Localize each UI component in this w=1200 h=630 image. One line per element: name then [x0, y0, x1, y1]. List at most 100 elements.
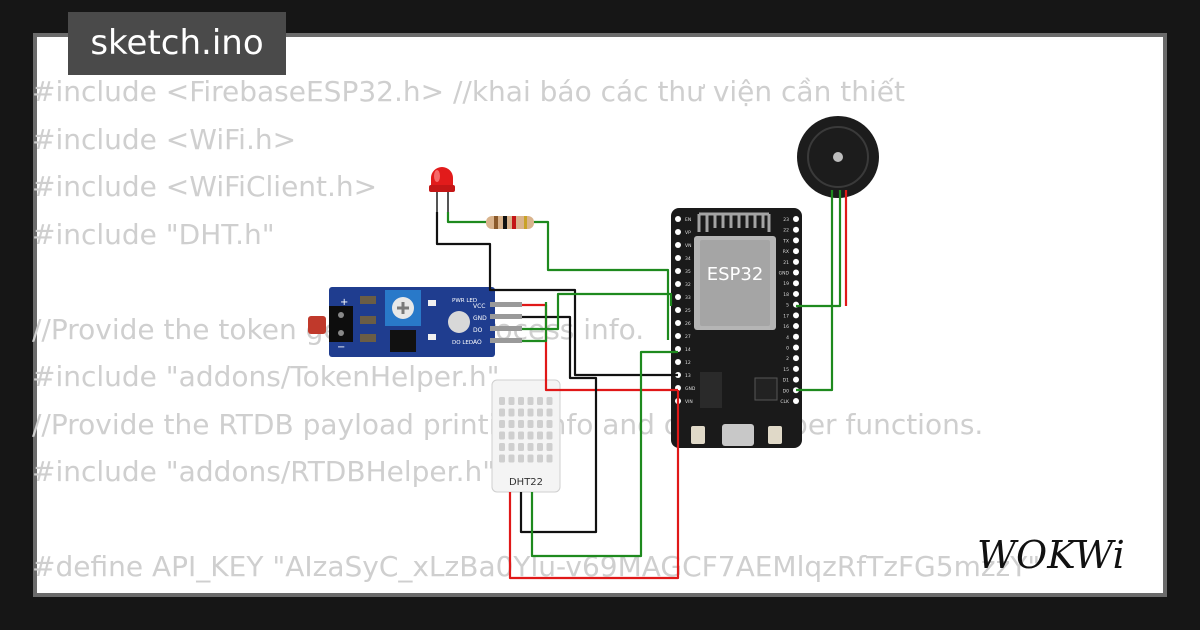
right-pin-label: GND: [779, 271, 790, 277]
left-pin[interactable]: [675, 346, 681, 352]
right-pin[interactable]: [793, 290, 799, 297]
right-pin[interactable]: [793, 280, 799, 287]
dht22-vent: [537, 443, 543, 451]
right-pin[interactable]: [793, 355, 799, 362]
left-pin-label: EN: [685, 217, 691, 223]
right-pin[interactable]: [793, 269, 799, 276]
left-pin-label: 13: [685, 373, 691, 379]
dht22-vent: [518, 420, 524, 428]
code-line: #include "addons/TokenHelper.h": [32, 360, 500, 393]
buzzer[interactable]: [797, 116, 879, 198]
module-do-led-label: DO LED: [452, 340, 473, 346]
right-pin-label: D1: [783, 378, 789, 384]
right-pin[interactable]: [793, 376, 799, 383]
red-led[interactable]: [429, 167, 455, 212]
right-pin[interactable]: [793, 237, 799, 244]
light-sensor-module[interactable]: [308, 287, 522, 357]
dht22-vent: [537, 431, 543, 440]
dht22-vent: [537, 397, 543, 405]
dht22-vent: [508, 408, 515, 417]
code-line: #include <WiFiClient.h>: [32, 170, 378, 203]
code-line: #include <FirebaseESP32.h> //khai báo cá…: [32, 75, 905, 108]
right-pin-label: 18: [783, 292, 789, 298]
dht22-vent: [508, 397, 515, 405]
left-pin[interactable]: [675, 268, 681, 274]
module-pin-gnd: GND: [473, 315, 487, 322]
dht22-vent: [499, 443, 505, 451]
left-pin[interactable]: [675, 281, 681, 287]
dht22-vent: [546, 420, 553, 428]
left-pin[interactable]: [675, 320, 681, 326]
right-pin[interactable]: [793, 248, 799, 255]
left-pin-label: 25: [685, 308, 691, 314]
module-plus-label: +: [340, 297, 348, 308]
module-pin-vcc: VCC: [473, 303, 485, 310]
dht22-vent: [508, 454, 515, 463]
left-pin[interactable]: [675, 216, 681, 222]
dht22-vent: [527, 408, 534, 417]
module-pwr-led-label: PWR LED: [452, 298, 477, 304]
esp32-chip-label: ESP32: [707, 264, 764, 285]
dht22-vent: [537, 408, 543, 417]
dht22-vent: [527, 454, 534, 463]
dht22-vent: [527, 443, 534, 451]
right-pin[interactable]: [793, 216, 799, 222]
dht22-vent: [546, 408, 553, 417]
code-line: #include "addons/RTDBHelper.h": [32, 455, 496, 488]
left-pin-label: VN: [685, 243, 691, 249]
dht22-vent: [546, 454, 553, 463]
right-pin-label: D0: [783, 388, 789, 394]
module-pin-do: DO: [473, 327, 483, 334]
dht22-sensor[interactable]: [491, 379, 561, 493]
dht22-vent: [518, 443, 524, 451]
dht22-vent: [518, 397, 524, 405]
dht22-vent: [546, 443, 553, 451]
right-pin[interactable]: [793, 398, 799, 404]
dht22-label: DHT22: [509, 477, 543, 488]
dht22-vent: [527, 397, 534, 405]
right-pin-label: TX: [782, 238, 789, 244]
module-pin-ao: AO: [473, 339, 482, 346]
right-pin-label: 0: [786, 345, 789, 351]
dht22-vent: [508, 431, 515, 440]
dht22-vent: [499, 420, 505, 428]
right-pin[interactable]: [793, 333, 799, 340]
left-pin[interactable]: [675, 307, 681, 313]
left-pin[interactable]: [675, 255, 681, 261]
module-minus-label: −: [337, 342, 345, 353]
right-pin-label: 22: [783, 228, 789, 234]
right-pin[interactable]: [793, 365, 799, 372]
left-pin-label: 12: [685, 360, 691, 366]
code-line: #include "DHT.h": [32, 217, 275, 251]
left-pin-label: VIN: [685, 399, 693, 405]
left-pin[interactable]: [675, 242, 681, 248]
dht22-vent: [546, 397, 553, 405]
left-pin-label: 34: [685, 256, 691, 262]
dht22-vent: [508, 443, 515, 451]
right-pin[interactable]: [793, 323, 799, 330]
right-pin-label: 2: [786, 356, 789, 362]
esp32-board[interactable]: ENVPVN34353233252627141213GNDVIN2322TXRX…: [671, 208, 802, 448]
right-pin[interactable]: [793, 226, 799, 233]
dht22-vent: [518, 431, 524, 440]
wokwi-logo-text: WOKWi: [977, 533, 1125, 577]
dht22-vent: [546, 431, 553, 440]
right-pin[interactable]: [793, 258, 799, 265]
left-pin[interactable]: [675, 359, 681, 365]
right-pin-label: 19: [783, 281, 789, 287]
right-pin-label: 5: [786, 303, 789, 309]
left-pin-label: 27: [685, 334, 691, 340]
right-pin[interactable]: [793, 344, 799, 351]
left-pin-label: 32: [685, 282, 691, 288]
dht22-vent: [499, 397, 505, 405]
left-pin[interactable]: [675, 333, 681, 339]
code-line: #include <WiFi.h>: [32, 122, 297, 156]
left-pin[interactable]: [675, 229, 681, 235]
right-pin[interactable]: [793, 312, 799, 319]
dht22-vent: [537, 420, 543, 428]
dht22-vent: [499, 454, 505, 463]
wokwi-logo: WOKWi: [977, 533, 1125, 577]
right-pin-label: 23: [783, 217, 789, 223]
dht22-vent: [508, 420, 515, 428]
left-pin[interactable]: [675, 294, 681, 300]
